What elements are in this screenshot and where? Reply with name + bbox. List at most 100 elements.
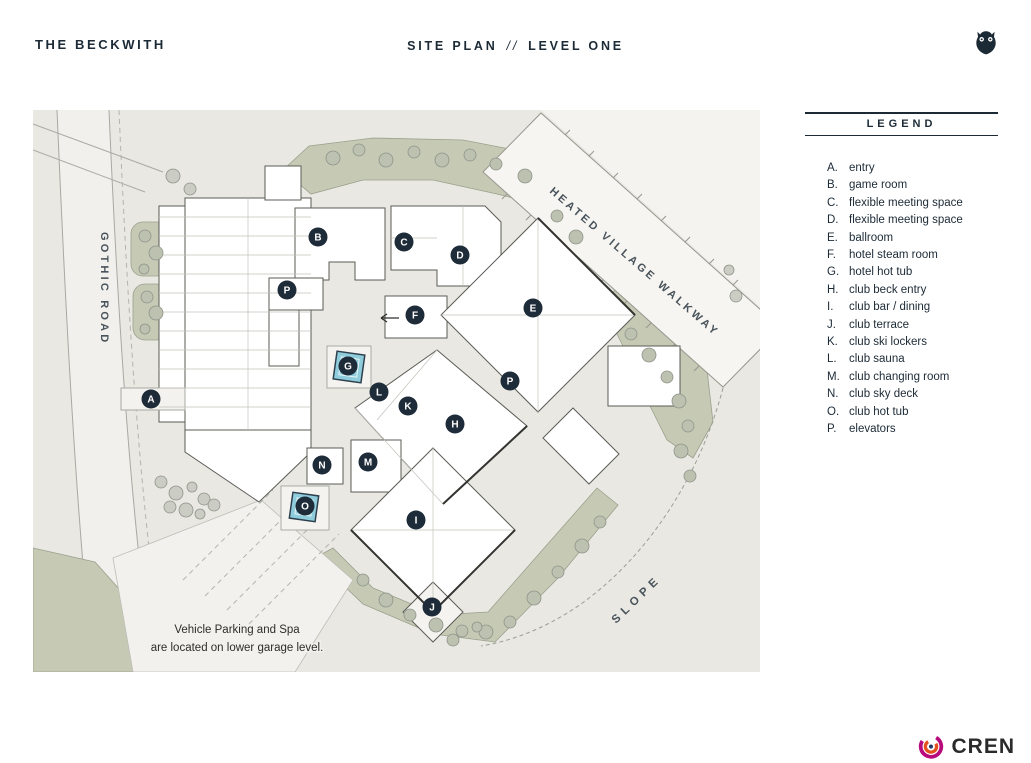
legend-panel: LEGEND A. entry B. game room C. flexible… — [805, 112, 998, 439]
map-marker-E: E — [523, 298, 543, 318]
map-marker-O: O — [295, 496, 315, 516]
legend-item-label: club hot tub — [849, 405, 909, 418]
legend-item-label: club bar / dining — [849, 301, 931, 314]
svg-text:C: C — [400, 238, 407, 249]
legend-item-key: A. — [827, 162, 838, 174]
svg-text:P: P — [507, 377, 514, 388]
legend-item-key: C. — [827, 196, 839, 209]
legend-item-label: club changing room — [849, 370, 950, 383]
legend-item: C. flexible meeting space — [827, 195, 998, 212]
page-title-right: LEVEL ONE — [528, 39, 624, 53]
page-title-left: SITE PLAN — [407, 39, 498, 53]
map-marker-H: H — [445, 414, 465, 434]
legend-item-key: G. — [827, 266, 840, 279]
page-title-separator: // — [506, 39, 520, 53]
legend-item-key: I. — [827, 301, 834, 314]
page-title: SITE PLAN // LEVEL ONE — [0, 39, 1031, 53]
legend-item-label: game room — [849, 179, 908, 192]
legend-item-label: hotel steam room — [849, 249, 938, 262]
legend-item-label: flexible meeting space — [849, 214, 963, 227]
legend-item-key: L. — [827, 353, 837, 366]
site-plan-markers: A P B C D E F G L K P H M N O I J — [141, 227, 543, 617]
site-plan-map: GOTHIC ROAD HEATED VILLAGE WALKWAY SLOPE… — [33, 110, 760, 672]
legend-item-key: B. — [827, 179, 838, 192]
legend-item-label: club sauna — [849, 353, 905, 366]
legend-item-key: D. — [827, 214, 839, 227]
svg-text:O: O — [301, 502, 309, 513]
legend-item: O. club hot tub — [827, 404, 998, 421]
map-marker-F: F — [405, 305, 425, 325]
parking-note-line1: Vehicle Parking and Spa — [174, 624, 300, 636]
legend-item: D. flexible meeting space — [827, 212, 998, 229]
legend-item-key: N. — [827, 388, 839, 401]
legend-item: A. entry — [827, 160, 998, 177]
map-marker-C: C — [394, 232, 414, 252]
legend-item-key: O. — [827, 405, 840, 418]
legend-items: A. entry B. game room C. flexible meetin… — [805, 160, 998, 439]
svg-text:F: F — [412, 311, 418, 322]
legend-item: L. club sauna — [827, 351, 998, 368]
gothic-road-label: GOTHIC ROAD — [98, 232, 110, 345]
svg-text:N: N — [318, 461, 325, 472]
map-marker-A: A — [141, 389, 161, 409]
legend-item-label: club beck entry — [849, 283, 927, 296]
legend-item-label: entry — [849, 162, 875, 174]
svg-text:L: L — [376, 388, 382, 399]
svg-text:G: G — [344, 362, 352, 373]
entry-arrow — [380, 313, 399, 323]
svg-text:M: M — [364, 458, 372, 469]
trees-gray — [154, 168, 743, 520]
legend-item: G. hotel hot tub — [827, 264, 998, 281]
map-marker-D: D — [450, 245, 470, 265]
legend-item-label: club ski lockers — [849, 336, 927, 349]
legend-item: B. game room — [827, 177, 998, 194]
map-marker-G: G — [338, 356, 358, 376]
legend-item: K. club ski lockers — [827, 334, 998, 351]
legend-item-label: ballroom — [849, 231, 894, 244]
legend-item-label: elevators — [849, 423, 896, 436]
legend-item-label: hotel hot tub — [849, 266, 913, 279]
svg-text:H: H — [451, 420, 458, 431]
cren-logo-text: CREN — [951, 734, 1015, 758]
svg-text:D: D — [456, 251, 463, 262]
offsite-area — [541, 110, 760, 307]
legend-item: P. elevators — [827, 421, 998, 438]
map-marker-K: K — [398, 396, 418, 416]
legend-item-key: J. — [827, 318, 836, 331]
svg-text:B: B — [314, 233, 321, 244]
site-plan-svg: GOTHIC ROAD HEATED VILLAGE WALKWAY SLOPE… — [33, 110, 760, 672]
legend-item: F. hotel steam room — [827, 247, 998, 264]
svg-text:J: J — [429, 603, 435, 614]
trees — [138, 143, 697, 647]
cren-logo: CREN — [916, 733, 1015, 760]
cren-logo-icon — [919, 734, 944, 759]
map-marker-N: N — [312, 455, 332, 475]
legend-item: I. club bar / dining — [827, 299, 998, 316]
map-marker-I: I — [406, 510, 426, 530]
map-marker-P: P — [500, 371, 520, 391]
legend-item: J. club terrace — [827, 317, 998, 334]
svg-text:E: E — [530, 304, 537, 315]
map-marker-B: B — [308, 227, 328, 247]
parking-note-line2: are located on lower garage level. — [151, 642, 324, 654]
legend-item: M. club changing room — [827, 369, 998, 386]
parking-stripes — [182, 489, 340, 625]
svg-text:A: A — [147, 395, 154, 406]
site-boundary-line — [480, 387, 724, 647]
map-marker-M: M — [358, 452, 378, 472]
legend-item: H. club beck entry — [827, 282, 998, 299]
legend-item-key: H. — [827, 283, 839, 296]
svg-text:K: K — [404, 402, 412, 413]
legend-item-key: P. — [827, 423, 837, 436]
legend-item: N. club sky deck — [827, 386, 998, 403]
map-marker-L: L — [369, 382, 389, 402]
map-marker-J: J — [422, 597, 442, 617]
svg-text:I: I — [415, 516, 418, 527]
parking-area — [112, 489, 354, 672]
legend-item-label: club sky deck — [849, 388, 919, 401]
owl-logo-icon — [973, 28, 999, 56]
svg-text:P: P — [284, 286, 291, 297]
legend-title: LEGEND — [805, 112, 998, 136]
map-marker-P: P — [277, 280, 297, 300]
legend-item-key: M. — [827, 370, 840, 383]
